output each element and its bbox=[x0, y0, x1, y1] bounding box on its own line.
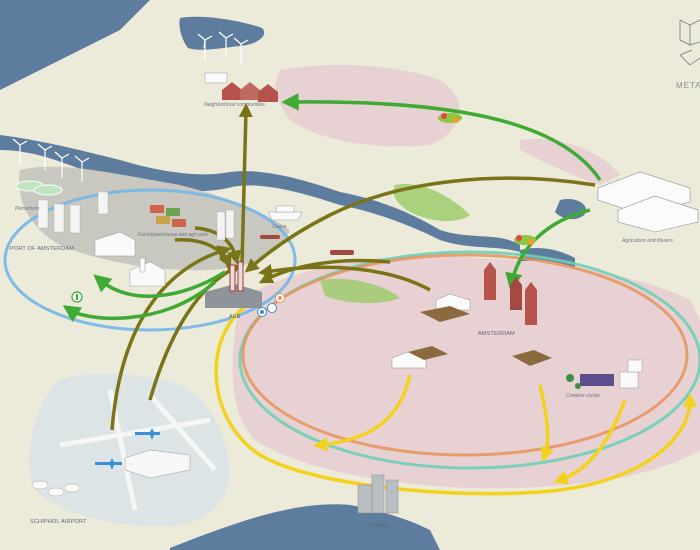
water-bodies bbox=[0, 0, 586, 550]
wind-turbine-icon bbox=[233, 37, 249, 64]
petrochem-tanks-icon bbox=[15, 180, 109, 234]
yellow-flow-inner-2 bbox=[538, 384, 554, 462]
plane-icon bbox=[95, 428, 160, 470]
park-north bbox=[393, 184, 470, 222]
port-industrial-area bbox=[19, 166, 291, 271]
zuidas-towers-icon bbox=[357, 474, 399, 514]
aeb-plant-icon bbox=[205, 209, 262, 308]
label-petrochem: Petrochem bbox=[15, 206, 39, 212]
amsterdam-urban bbox=[232, 255, 700, 489]
north-water bbox=[179, 16, 265, 50]
olive-flows bbox=[110, 103, 596, 431]
wind-turbine-icon bbox=[74, 155, 90, 182]
agriculture-greenhouses-icon bbox=[597, 171, 699, 233]
ij-canal bbox=[0, 135, 520, 252]
neighborhood-houses-icon bbox=[204, 72, 278, 102]
wind-turbine-icon bbox=[12, 138, 28, 165]
wind-turbine-icon bbox=[218, 31, 234, 58]
south-water bbox=[170, 504, 440, 550]
city-ring-orange bbox=[241, 253, 689, 457]
olive-flow-airport-to-aeb bbox=[110, 245, 232, 431]
urban-farm-icons bbox=[391, 293, 552, 369]
olive-flow-port-2 bbox=[174, 238, 232, 269]
power-marker-icon[interactable] bbox=[267, 303, 277, 313]
green-flow-agri-to-city bbox=[505, 208, 591, 291]
label-neighborhood: Neighborhood communities bbox=[204, 102, 265, 108]
wind-turbine-icon bbox=[37, 143, 53, 170]
north-urban bbox=[275, 65, 460, 147]
brand-name: METAB bbox=[676, 81, 700, 90]
label-aeb: AEB bbox=[229, 314, 241, 320]
park-west bbox=[320, 278, 400, 304]
produce-bundle-icon bbox=[438, 113, 462, 123]
schiphol-facilities-icon bbox=[31, 449, 191, 497]
yellow-flow-inner-1 bbox=[313, 374, 412, 452]
label-farm: Farm/greenhouse and agri park bbox=[138, 232, 209, 238]
label-zuidas: ZUIDAS bbox=[368, 523, 390, 529]
yellow-flow-inner-3 bbox=[553, 399, 627, 485]
green-flow-port-loop-1 bbox=[93, 270, 226, 298]
green-flows bbox=[62, 93, 602, 323]
olive-flow-city-2 bbox=[258, 258, 391, 284]
creative-cluster-icon bbox=[566, 359, 643, 389]
green-flow-agri-to-north bbox=[281, 93, 602, 181]
boat-icons bbox=[260, 235, 354, 255]
factory-icons bbox=[94, 231, 166, 287]
wind-turbines bbox=[12, 31, 249, 182]
wind-turbine-icon bbox=[197, 33, 213, 60]
info-marker-icon[interactable] bbox=[71, 291, 83, 303]
metab-logo-icon bbox=[679, 19, 700, 66]
farm-agripark-icon bbox=[150, 205, 186, 227]
label-port: PORT OF AMSTERDAM bbox=[10, 246, 74, 252]
label-schiphol: SCHIPHOL AIRPORT bbox=[30, 519, 87, 525]
label-amsterdam: AMSTERDAM bbox=[478, 331, 515, 337]
produce-bundle-icon bbox=[514, 235, 536, 245]
wind-turbine-icon bbox=[54, 151, 70, 178]
olive-flow-aeb-to-north bbox=[238, 103, 253, 266]
olive-flow-agri-to-aeb bbox=[244, 176, 596, 273]
heat-marker-icon[interactable] bbox=[275, 293, 285, 303]
parks bbox=[320, 184, 470, 304]
port-ring-blue bbox=[3, 188, 297, 332]
cruise-ship-icon bbox=[267, 205, 303, 221]
water-drop-icon[interactable] bbox=[257, 307, 267, 317]
city-ring-teal bbox=[238, 250, 700, 470]
label-creative: Creative cluster bbox=[566, 393, 601, 399]
metabolic-rings bbox=[3, 188, 700, 470]
amsterdam-canal-houses-icon bbox=[484, 262, 537, 325]
green-flow-port-loop-2 bbox=[62, 280, 217, 323]
label-cruise: Cruise bbox=[272, 224, 287, 230]
ij-lake-water bbox=[0, 0, 150, 90]
urban-areas bbox=[232, 65, 700, 489]
label-agriculture: Agriculture and flowers bbox=[621, 238, 673, 244]
